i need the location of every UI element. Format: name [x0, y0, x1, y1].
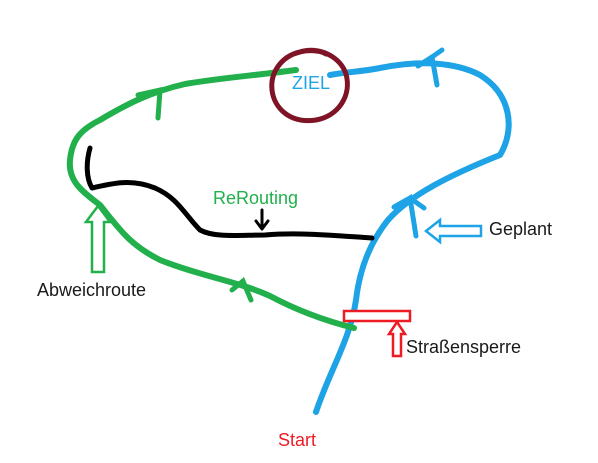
- planned-label: Geplant: [489, 219, 553, 239]
- roadblock-label: Straßensperre: [406, 337, 522, 357]
- alternative-route-arrowhead-bottom: [229, 276, 254, 303]
- rerouting-down-arrow: [254, 208, 270, 231]
- rerouting-label: ReRouting: [213, 188, 299, 208]
- planned-route-arrowhead-top: [415, 47, 445, 88]
- alternative-route-arrowhead-top: [135, 86, 163, 121]
- destination-label: ZIEL: [292, 73, 331, 93]
- roadblock-bar: [342, 309, 412, 323]
- planned-route-line: [313, 60, 512, 415]
- rerouting-path-line: [84, 145, 375, 241]
- destination-circle: [269, 47, 350, 124]
- planned-pointer-arrow: [423, 217, 483, 245]
- planned-route-arrowhead-right: [391, 194, 427, 239]
- roadblock-pointer-arrow: [386, 319, 408, 358]
- alternative-route-line: [66, 67, 357, 331]
- start-label: Start: [278, 430, 317, 450]
- alternative-pointer-arrow: [83, 203, 113, 274]
- alternative-route-label: Abweichroute: [37, 280, 147, 300]
